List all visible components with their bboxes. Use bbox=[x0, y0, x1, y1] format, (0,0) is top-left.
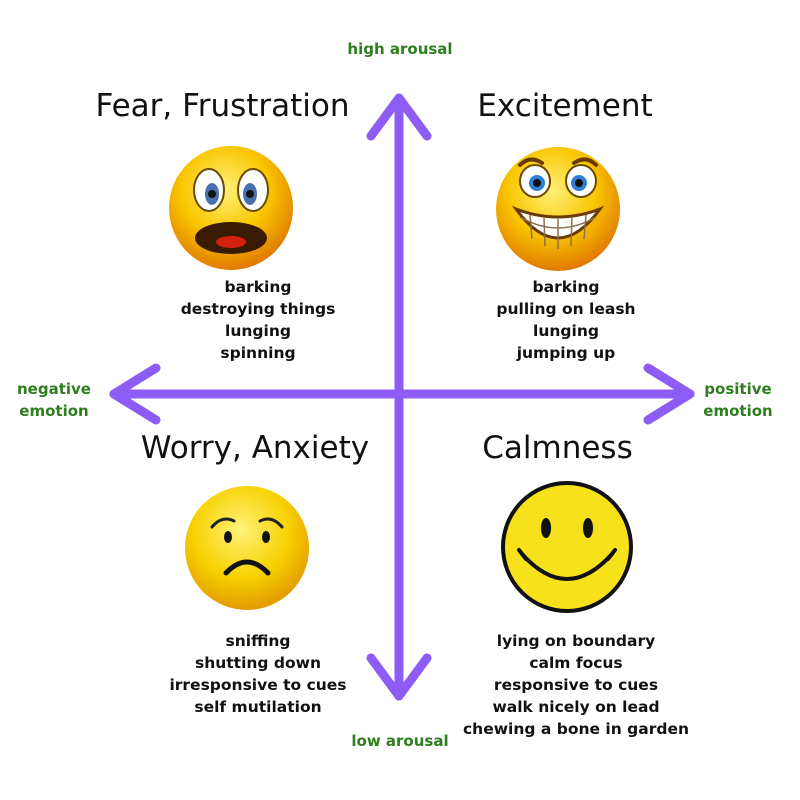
list-item: pulling on leash bbox=[496, 300, 636, 318]
smiley-face-icon bbox=[501, 481, 633, 613]
list-item: spinning bbox=[220, 344, 296, 362]
quadrant-title-fear: Fear, Frustration bbox=[95, 88, 350, 124]
list-item: walk nicely on lead bbox=[492, 698, 660, 716]
list-item: responsive to cues bbox=[493, 676, 659, 694]
list-item: calm focus bbox=[529, 654, 623, 672]
worried-face-icon bbox=[185, 486, 309, 610]
list-item: lunging bbox=[225, 322, 291, 340]
list-item: lunging bbox=[533, 322, 599, 340]
list-item: irresponsive to cues bbox=[169, 676, 347, 694]
axis-label-right-line1: positive bbox=[704, 380, 772, 398]
list-item: barking bbox=[532, 278, 600, 296]
axis-label-left-line1: negative bbox=[17, 380, 91, 398]
axis-label-left: negative emotion bbox=[6, 378, 102, 422]
axis-label-top: high arousal bbox=[347, 40, 453, 58]
list-item: jumping up bbox=[516, 344, 616, 362]
quadrant-title-calmness: Calmness bbox=[482, 430, 633, 466]
grinning-face-icon bbox=[496, 147, 620, 271]
arrow-down bbox=[366, 653, 432, 701]
arrow-right bbox=[643, 363, 695, 425]
axis-label-right: positive emotion bbox=[690, 378, 786, 422]
list-item: shutting down bbox=[194, 654, 322, 672]
axis-label-right-line2: emotion bbox=[703, 402, 773, 420]
arrow-left bbox=[109, 363, 161, 425]
list-item: sniffing bbox=[225, 632, 291, 650]
list-item: self mutilation bbox=[194, 698, 322, 716]
list-item: chewing a bone in garden bbox=[462, 720, 690, 738]
list-item: barking bbox=[224, 278, 292, 296]
axis-label-left-line2: emotion bbox=[19, 402, 89, 420]
shocked-face-icon bbox=[169, 146, 293, 270]
list-item: destroying things bbox=[180, 300, 336, 318]
behavior-list-excitement: barking pulling on leash lunging jumping… bbox=[436, 276, 696, 364]
arrow-up bbox=[366, 93, 432, 141]
axis-label-bottom: low arousal bbox=[351, 732, 449, 750]
behavior-list-worry: sniffing shutting down irresponsive to c… bbox=[118, 630, 398, 718]
quadrant-title-excitement: Excitement bbox=[477, 88, 653, 124]
behavior-list-fear: barking destroying things lunging spinni… bbox=[128, 276, 388, 364]
behavior-list-calmness: lying on boundary calm focus responsive … bbox=[436, 630, 716, 740]
list-item: lying on boundary bbox=[496, 632, 656, 650]
quadrant-title-worry: Worry, Anxiety bbox=[140, 430, 370, 466]
